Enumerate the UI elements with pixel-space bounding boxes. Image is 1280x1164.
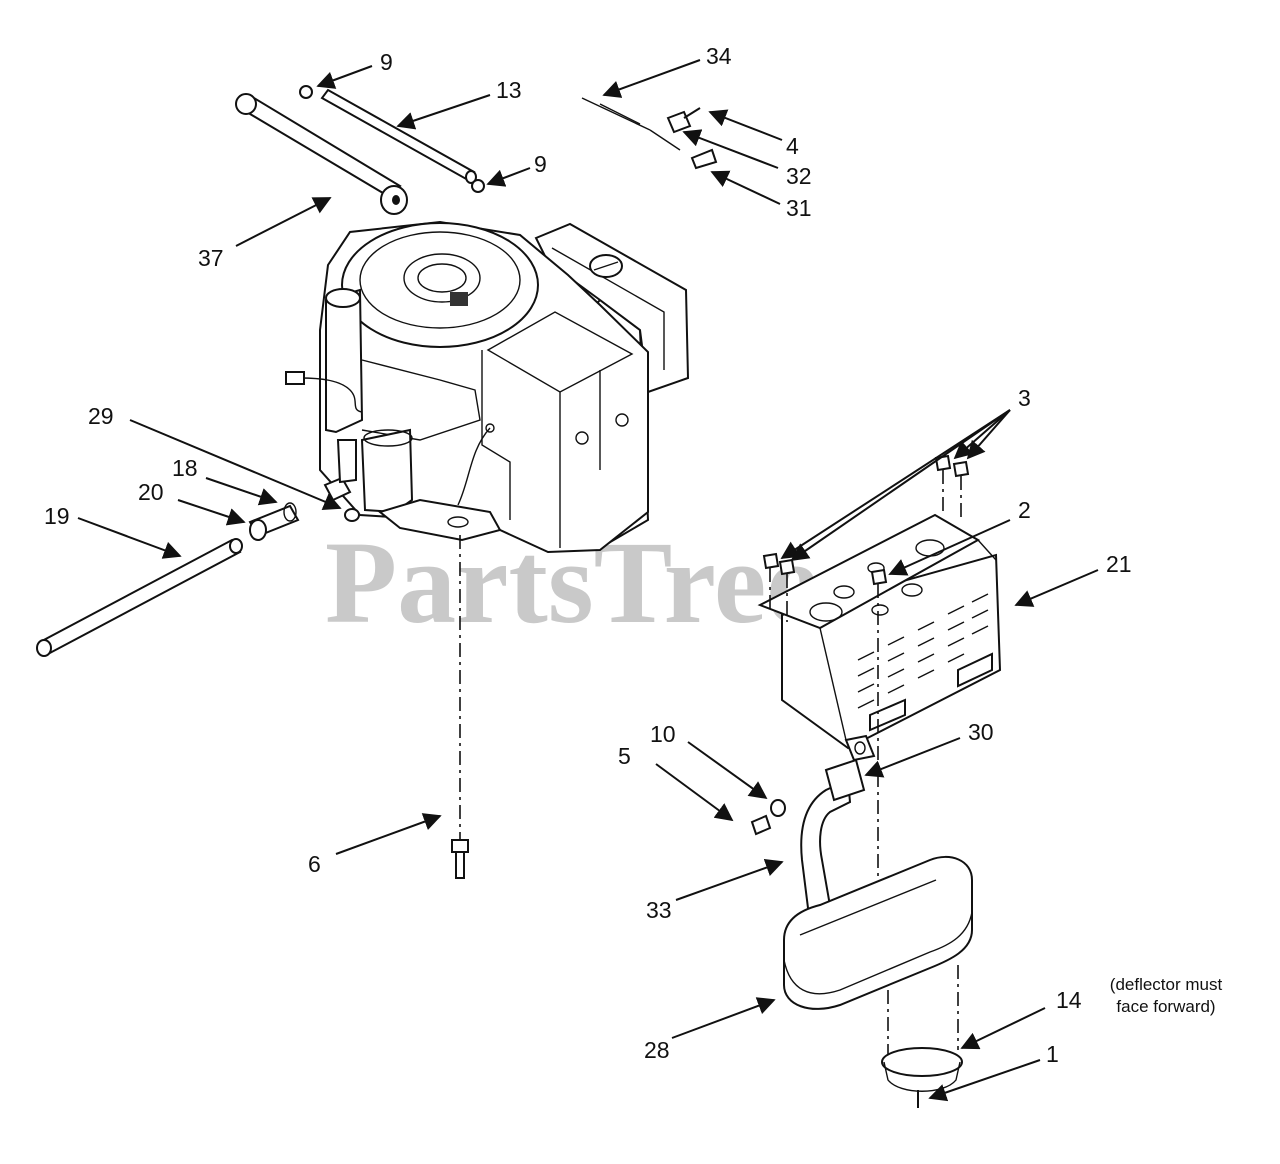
callout-20: 20	[138, 479, 164, 505]
screws-3	[762, 454, 970, 622]
callout-13: 13	[496, 77, 522, 103]
muffler-shield	[757, 513, 1002, 750]
callout-3: 3	[1018, 385, 1031, 411]
fuel-line-parts	[36, 502, 360, 657]
callout-34: 34	[706, 43, 732, 69]
deflector-note-line2: face forward)	[1116, 997, 1215, 1016]
hoses-top	[235, 85, 718, 215]
callout-33: 33	[646, 897, 672, 923]
callout-9-top: 9	[380, 49, 393, 75]
callout-5: 5	[618, 743, 631, 769]
deflector	[881, 965, 963, 1108]
callout-9-bottom: 9	[534, 151, 547, 177]
leader-lines	[77, 59, 1099, 1102]
engine	[285, 220, 690, 554]
callout-31: 31	[786, 195, 812, 221]
deflector-note-line1: (deflector must	[1110, 975, 1223, 994]
callout-19: 19	[44, 503, 70, 529]
callout-4: 4	[786, 133, 799, 159]
exhaust-pipe	[750, 734, 876, 947]
callout-1: 1	[1046, 1041, 1059, 1067]
bolt-6	[451, 839, 469, 879]
callout-29: 29	[88, 403, 114, 429]
callout-37: 37	[198, 245, 224, 271]
callout-28: 28	[644, 1037, 670, 1063]
callout-30: 30	[968, 719, 994, 745]
callout-6: 6	[308, 851, 321, 877]
callout-21: 21	[1106, 551, 1132, 577]
muffler	[783, 855, 973, 1010]
callout-10: 10	[650, 721, 676, 747]
callout-18: 18	[172, 455, 198, 481]
callout-2: 2	[1018, 497, 1031, 523]
callout-32: 32	[786, 163, 812, 189]
callout-14: 14	[1056, 987, 1082, 1013]
callout-labels: 9 13 9 34 4 32 31 37 3 2 21 29 18 20 19 …	[44, 43, 1222, 1067]
